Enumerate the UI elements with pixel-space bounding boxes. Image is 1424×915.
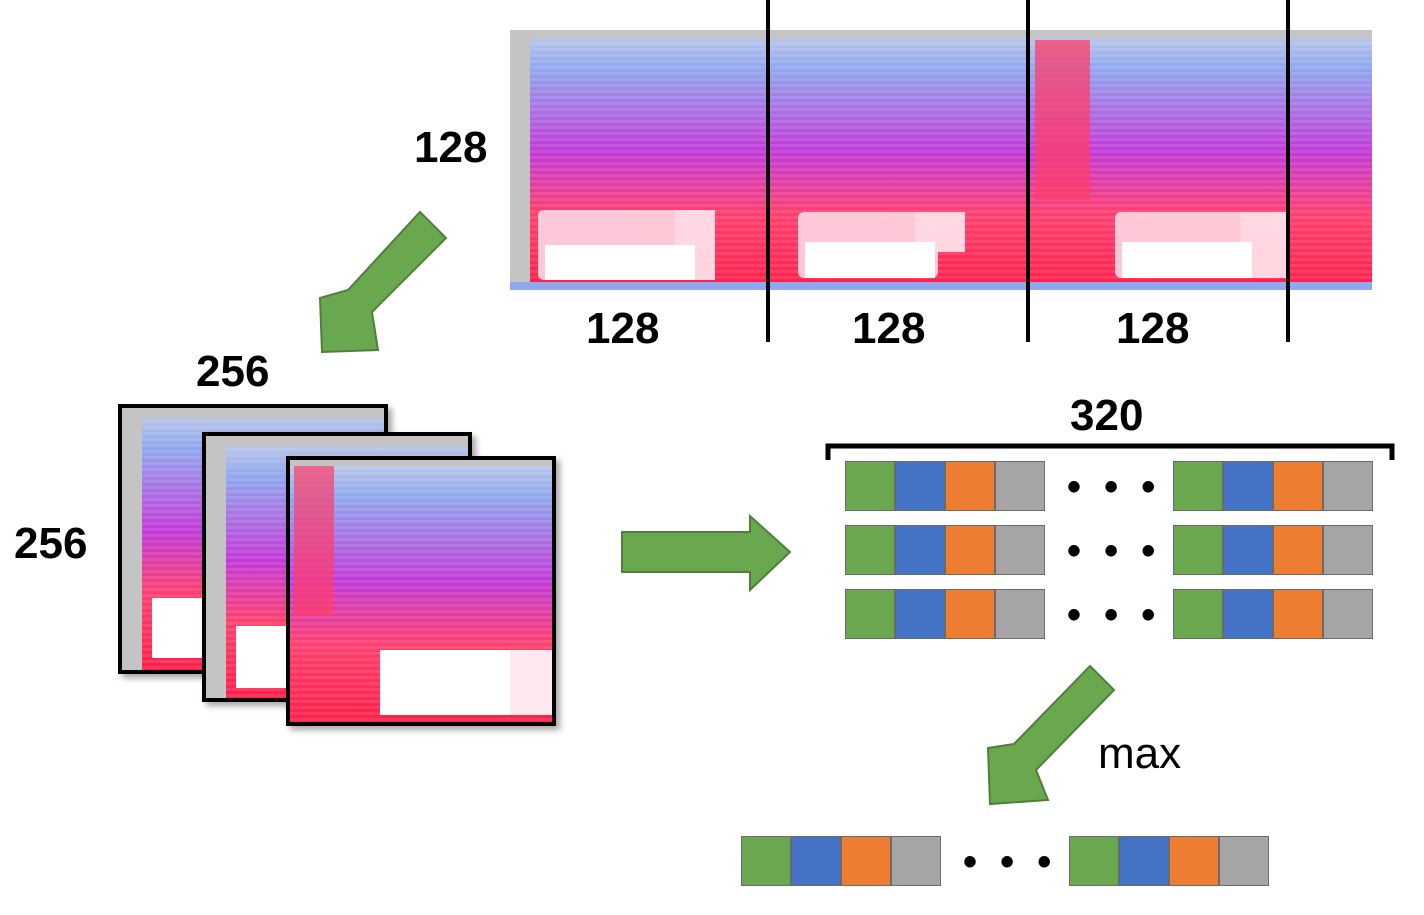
feature-row-cell xyxy=(1173,525,1223,575)
feature-row-cell xyxy=(895,525,945,575)
pooled-cell xyxy=(1219,836,1269,886)
pooled-cell xyxy=(1119,836,1169,886)
pooled-cell xyxy=(1069,836,1119,886)
feature-bracket xyxy=(825,443,1395,460)
feature-row-cell xyxy=(1323,525,1373,575)
feature-row-cell xyxy=(945,525,995,575)
feature-row-cell xyxy=(1273,589,1323,639)
pooled-cell xyxy=(791,836,841,886)
crop-graphic xyxy=(290,460,552,722)
segment-divider xyxy=(1286,0,1290,342)
feature-row-cell xyxy=(1223,589,1273,639)
ellipsis: • • • xyxy=(963,840,1058,884)
segment-width-label: 128 xyxy=(852,304,926,353)
feature-row-cell xyxy=(845,525,895,575)
ellipsis: • • • xyxy=(1067,529,1162,573)
feature-row-cell xyxy=(1273,525,1323,575)
segment-divider xyxy=(1026,0,1030,342)
segment-width-label: 128 xyxy=(1116,304,1190,353)
feature-row-cell xyxy=(1323,461,1373,511)
full-spectrogram xyxy=(510,30,1372,290)
feature-row-cell xyxy=(995,461,1045,511)
ellipsis: • • • xyxy=(1067,465,1162,509)
pooled-cell xyxy=(841,836,891,886)
feature-row-cell xyxy=(1173,461,1223,511)
feature-row-cell xyxy=(945,589,995,639)
feature-row-cell xyxy=(895,589,945,639)
arrow-to-features xyxy=(621,513,792,593)
feature-dim-label: 320 xyxy=(1070,391,1144,440)
feature-row-cell xyxy=(1173,589,1223,639)
crop-height-label: 256 xyxy=(14,519,88,568)
spectrogram-height-label: 128 xyxy=(414,123,488,172)
full-spectrogram-graphic xyxy=(510,30,1372,290)
arrow-max-pool xyxy=(986,664,1116,806)
feature-row-cell xyxy=(995,525,1045,575)
pooled-cell xyxy=(741,836,791,886)
feature-row-cell xyxy=(845,461,895,511)
spectrogram-crop xyxy=(286,456,556,726)
pooled-cell xyxy=(1169,836,1219,886)
feature-row-cell xyxy=(1223,461,1273,511)
feature-row-cell xyxy=(945,461,995,511)
feature-row-cell xyxy=(1323,589,1373,639)
ellipsis: • • • xyxy=(1067,593,1162,637)
pooled-cell xyxy=(891,836,941,886)
feature-row-cell xyxy=(1273,461,1323,511)
segment-divider xyxy=(766,0,770,342)
segment-width-label: 128 xyxy=(586,304,660,353)
feature-row-cell xyxy=(995,589,1045,639)
pool-op-label: max xyxy=(1098,729,1182,778)
feature-row-cell xyxy=(845,589,895,639)
feature-row-cell xyxy=(895,461,945,511)
crop-width-label: 256 xyxy=(196,347,270,396)
feature-row-cell xyxy=(1223,525,1273,575)
arrow-to-crops xyxy=(318,210,448,354)
